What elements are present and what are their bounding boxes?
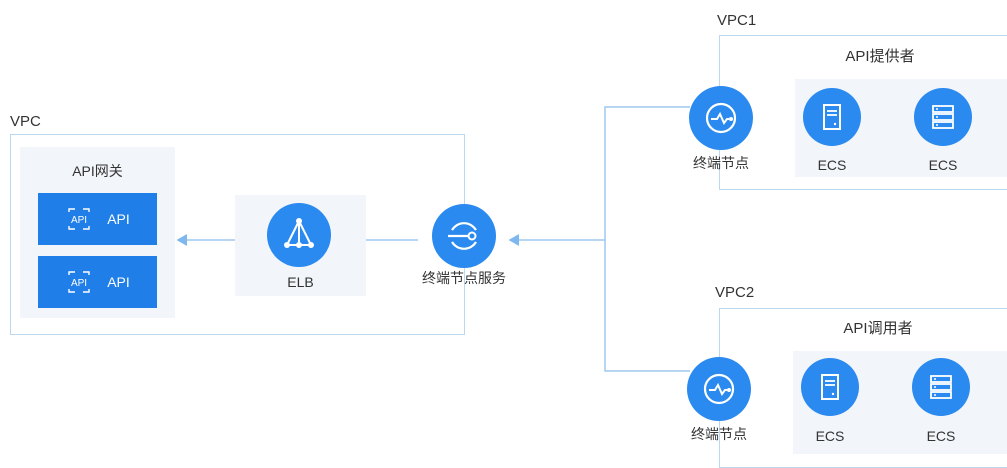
api-icon: API (68, 208, 90, 230)
api-gateway-title: API网关 (72, 163, 123, 179)
endpoint-service-icon (448, 222, 477, 250)
load-balancer-icon (284, 218, 314, 248)
ecs-label: ECS (926, 428, 956, 444)
api-button-label: API (107, 274, 130, 290)
vpc2-endpoint-node[interactable] (687, 357, 751, 421)
ecs-node[interactable] (801, 358, 859, 416)
server-rack-icon (932, 105, 954, 129)
ecs-label: ECS (815, 428, 845, 444)
vpc2-endpoint-label: 终端节点 (691, 426, 747, 442)
api-provider-title: API提供者 (845, 48, 915, 65)
api-icon: API (68, 271, 90, 293)
api-caller-title: API调用者 (843, 320, 913, 337)
elb-label: ELB (287, 274, 314, 290)
vpc-title: VPC (10, 113, 41, 130)
vpc-link-bracket (604, 106, 690, 372)
endpoint-service-node[interactable] (432, 204, 496, 268)
svg-text:API: API (71, 278, 87, 289)
api-button-label: API (107, 211, 130, 227)
vpc1-endpoint-label: 终端节点 (693, 155, 749, 171)
endpoint-icon (703, 373, 735, 405)
ecs-node[interactable] (912, 358, 970, 416)
vpc1-endpoint-node[interactable] (689, 86, 753, 150)
endpoint-icon (705, 102, 737, 134)
ecs-label: ECS (928, 157, 958, 173)
vpc2-title: VPC2 (715, 284, 755, 301)
ecs-label: ECS (817, 157, 847, 173)
server-rack-icon (930, 375, 952, 399)
api-button[interactable]: API API (38, 193, 157, 245)
server-icon (823, 104, 841, 130)
api-button[interactable]: API API (38, 256, 157, 308)
ecs-node[interactable] (803, 88, 861, 146)
svg-text:API: API (71, 215, 87, 226)
elb-node[interactable] (267, 203, 331, 267)
server-icon (821, 374, 839, 400)
ecs-node[interactable] (914, 88, 972, 146)
endpoint-service-label: 终端节点服务 (422, 270, 506, 286)
vpc1-title: VPC1 (717, 12, 757, 29)
